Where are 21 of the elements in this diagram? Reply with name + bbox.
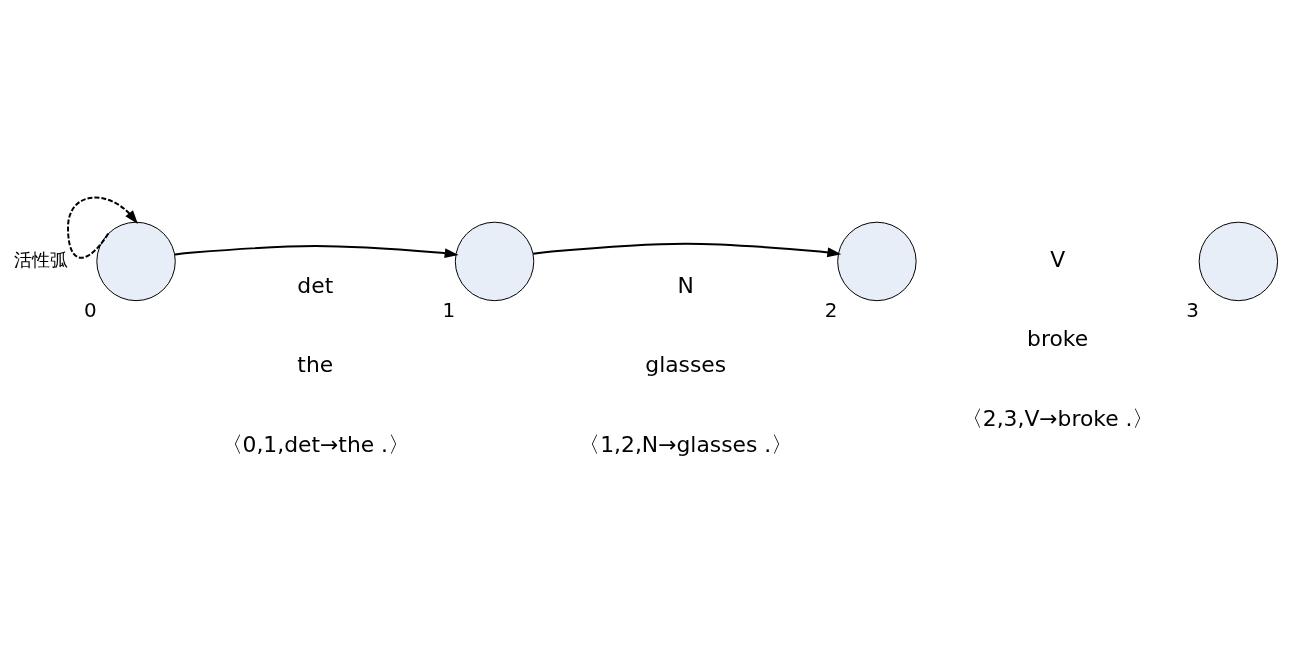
label: 〈1,2,N→glasses .〉 [578,431,794,457]
edge-label: 活性弧 [13,248,68,270]
label: N [677,272,694,298]
arrow [173,244,459,258]
node-label: 3 [1186,298,1200,322]
label: 〈2,3,V→broke .〉 [960,405,1155,431]
label: 〈0,1,det→the .〉 [220,431,411,457]
arrow [67,196,138,259]
node-circle [96,221,176,301]
node-circle [837,221,917,301]
label: glasses [645,351,727,377]
node-label: 2 [824,298,838,322]
node-circle [454,221,535,301]
node-circle [1198,221,1279,301]
label: the [297,351,334,377]
arrow [532,242,842,257]
node-label: 0 [84,298,97,322]
label: V [1050,246,1066,272]
label: broke [1027,325,1089,351]
node-label: 1 [442,298,456,322]
label: det [297,272,334,298]
